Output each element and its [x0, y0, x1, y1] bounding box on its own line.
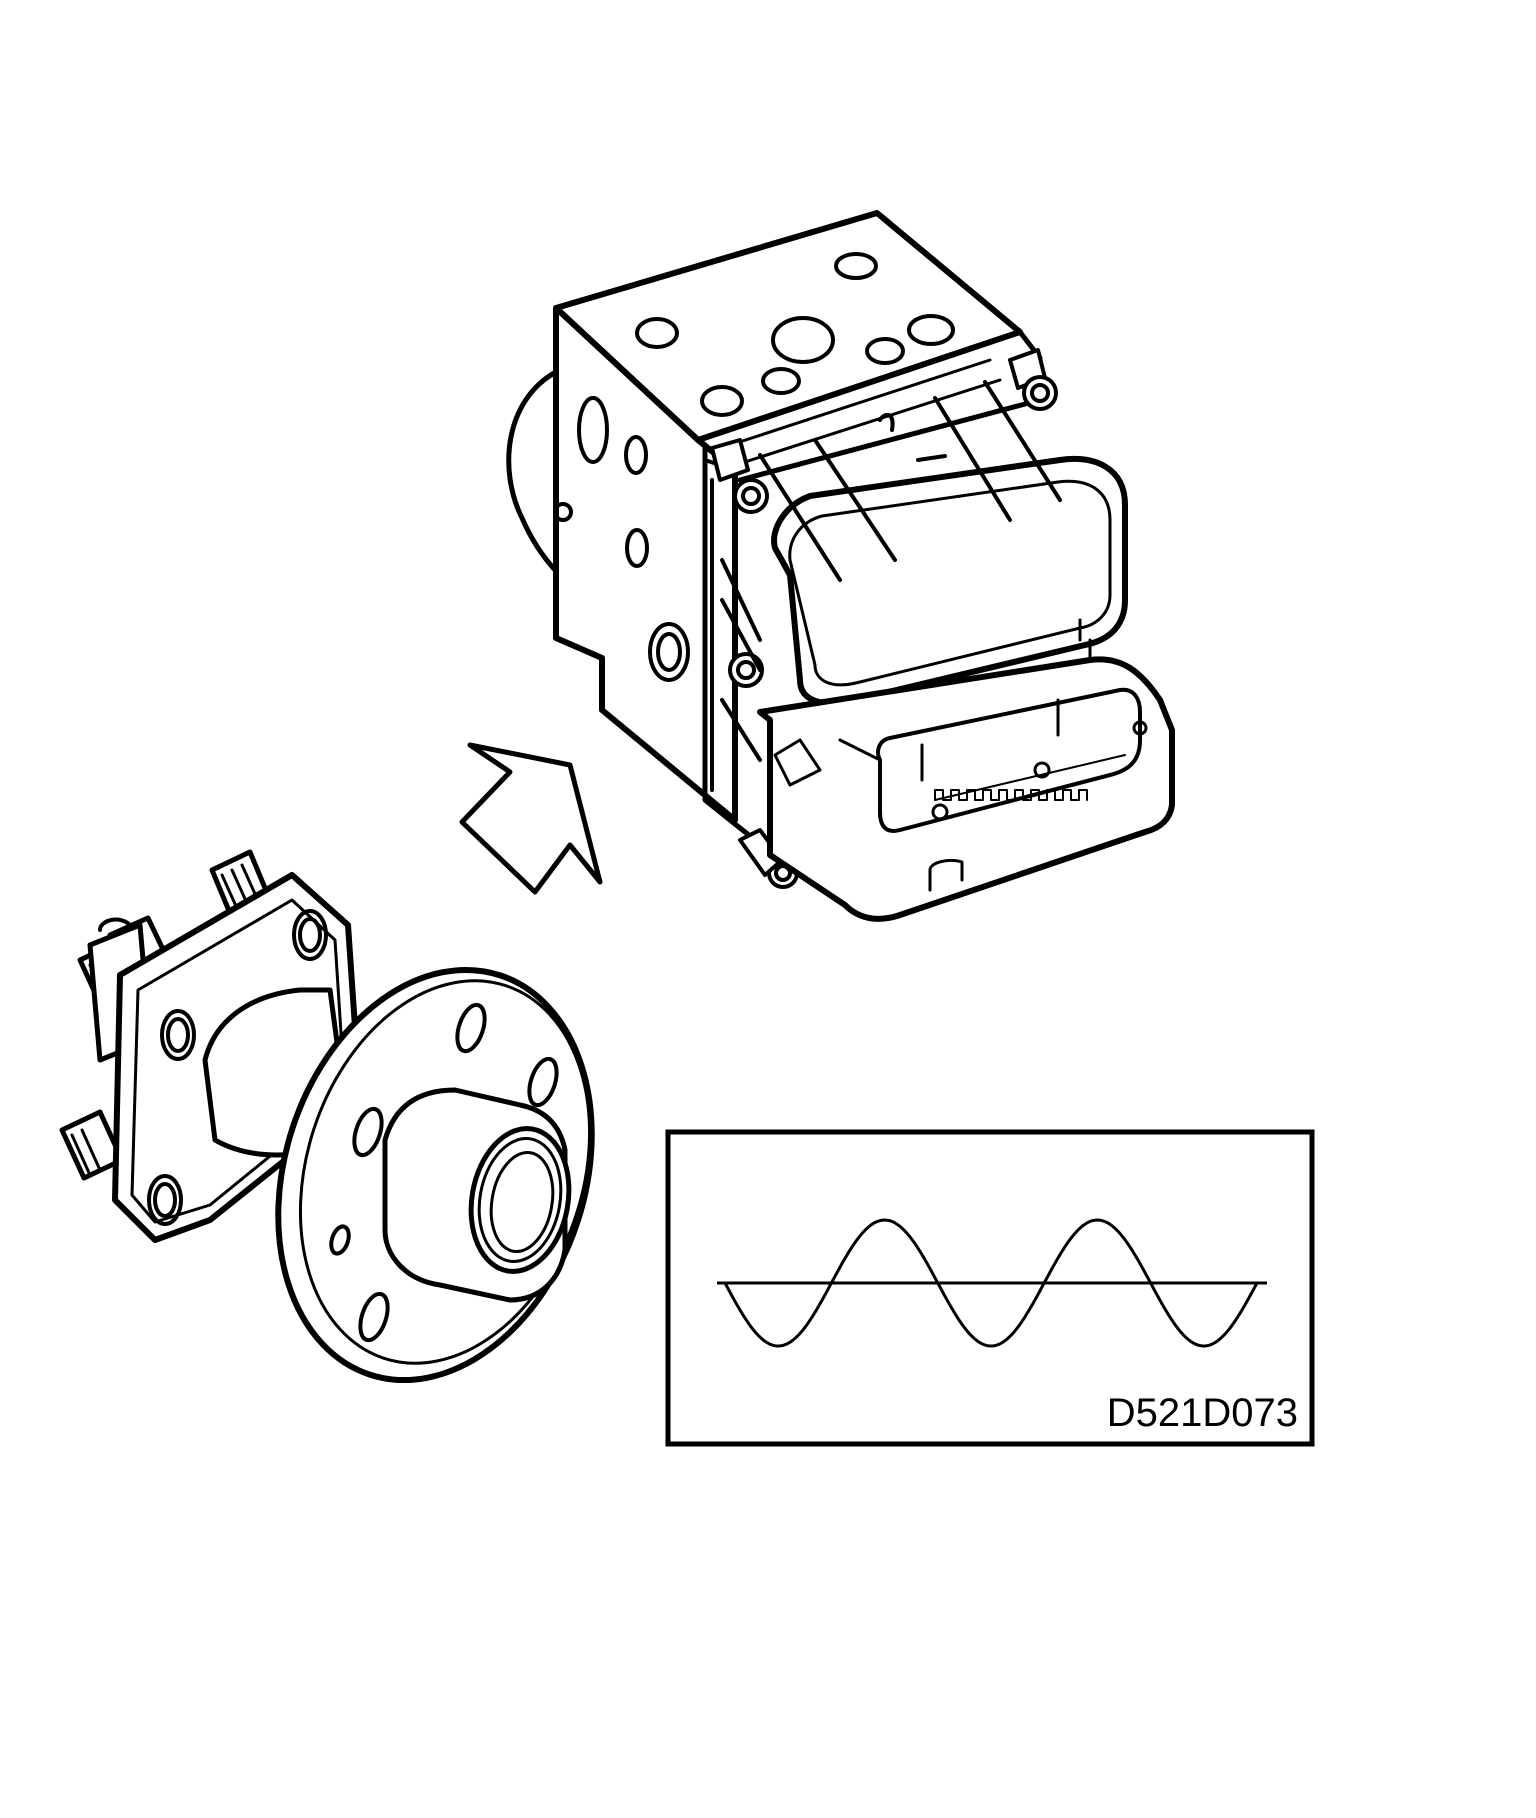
- figure-code-label: D521D073: [1107, 1391, 1298, 1435]
- signal-waveform-panel: D521D073: [665, 1129, 1315, 1447]
- sine-wave-signal-icon: [723, 1218, 1259, 1348]
- direction-arrow-icon: [459, 742, 603, 895]
- wheel-hub-illustration: [59, 849, 595, 1384]
- abs-modulator-illustration: [506, 210, 1175, 922]
- signal-panel-frame: [665, 1129, 1315, 1447]
